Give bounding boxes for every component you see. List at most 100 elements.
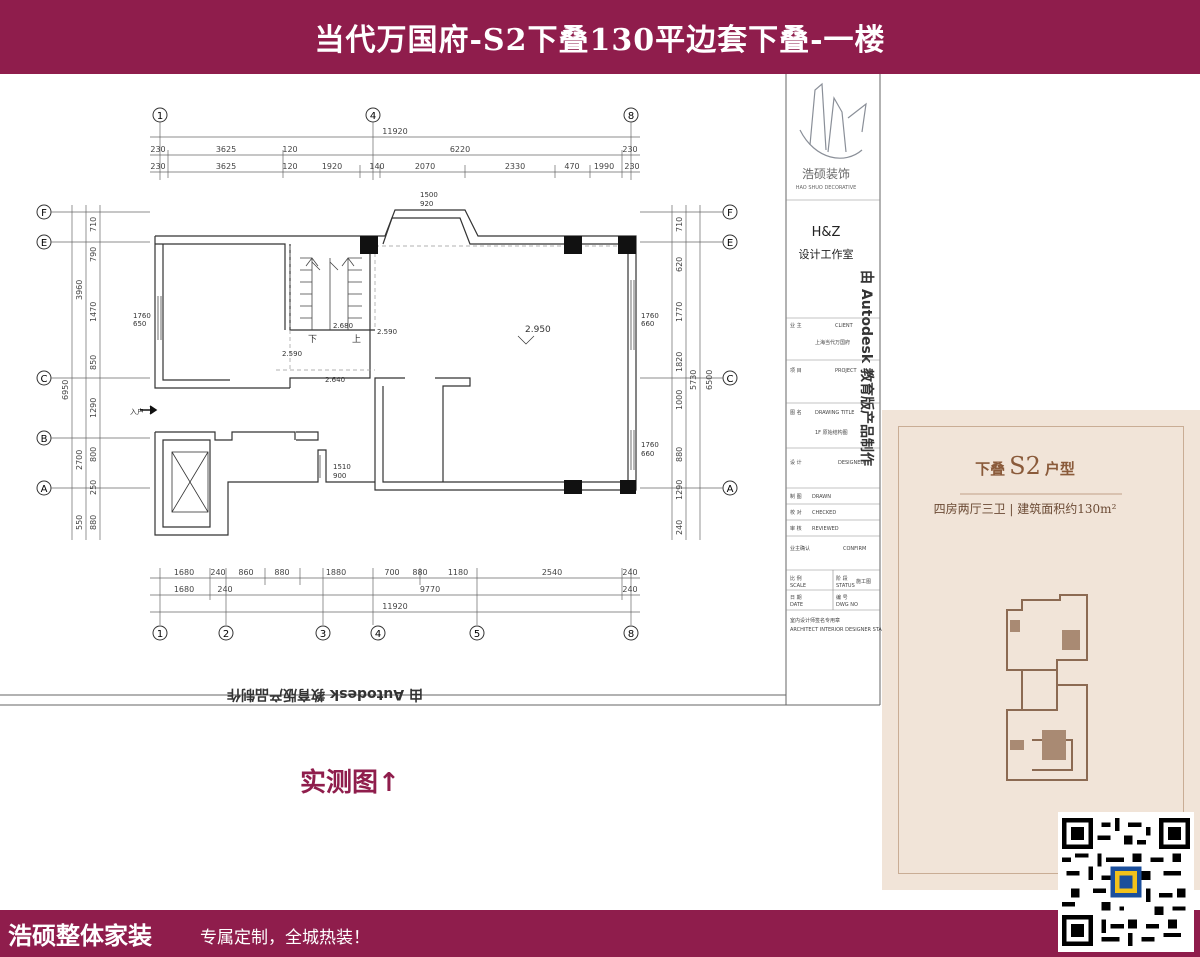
tb-label: 校 对 bbox=[790, 509, 802, 516]
axis-right-group: F E C A bbox=[722, 204, 738, 496]
bottom-dimension-texts: 1680 240 860 880 1880 700 880 1180 2540 … bbox=[174, 568, 638, 611]
tb-label: 阶 段 bbox=[836, 575, 848, 582]
tb-value: 1F 原始结构图 bbox=[815, 429, 848, 436]
dim-text: 700 bbox=[384, 568, 399, 577]
dim-text: 1770 bbox=[675, 302, 684, 322]
axis-bottom-group: 1 2 3 4 5 8 bbox=[152, 625, 639, 641]
unit-subtitle: 四房两厅三卫 | 建筑面积约130m² bbox=[933, 502, 1117, 516]
dim-text: 1180 bbox=[448, 568, 468, 577]
brand-logo-icon bbox=[799, 82, 867, 159]
title-block-grid bbox=[786, 317, 880, 611]
unit-card-frame bbox=[898, 426, 1184, 874]
dim-text: 250 bbox=[89, 480, 98, 495]
watermark-side: 由 Autodesk 教育版产品制作 bbox=[858, 270, 875, 466]
dim-text: 710 bbox=[675, 217, 684, 232]
dim-text: 1680 bbox=[174, 585, 194, 594]
unit-suffix: 户型 bbox=[1044, 460, 1075, 478]
qr-code-icon bbox=[1058, 812, 1194, 952]
axis-label: C bbox=[41, 374, 48, 385]
tb-label: 审 核 bbox=[790, 525, 802, 532]
dim-text: 1000 bbox=[675, 390, 684, 410]
tb-label: 业主确认 bbox=[790, 545, 810, 552]
window-dim: 1760 bbox=[133, 312, 151, 320]
studio-sub: 设计工作室 bbox=[799, 247, 854, 261]
window-dim: 1760 bbox=[641, 312, 659, 320]
footer-bar: 浩硕整体家装 专属定制，全城热装！ bbox=[0, 910, 1200, 957]
tb-label-en: PROJECT bbox=[835, 368, 858, 374]
dim-text: 1920 bbox=[322, 162, 342, 171]
bottom-dimension-lines bbox=[150, 568, 640, 625]
dim-text: 230 bbox=[624, 162, 639, 171]
axis-label: 2 bbox=[223, 629, 229, 640]
dim-text: 1990 bbox=[594, 162, 614, 171]
dim-text: 2330 bbox=[505, 162, 525, 171]
stair-down-label: 下 bbox=[308, 335, 317, 345]
dim-text: 790 bbox=[89, 247, 98, 262]
dim-text: 6950 bbox=[61, 380, 70, 400]
tb-value: 施工图 bbox=[856, 578, 871, 585]
level-marker-icon bbox=[517, 335, 535, 345]
dim-text: 240 bbox=[217, 585, 232, 594]
dim-text: 240 bbox=[675, 520, 684, 535]
tb-label: 比 例 bbox=[790, 575, 802, 582]
dim-text: 2540 bbox=[542, 568, 562, 577]
plan-labels: 1500 920 1760 650 1760 660 1760 660 1510… bbox=[130, 191, 659, 480]
dim-text: 470 bbox=[564, 162, 579, 171]
axis-label: F bbox=[41, 208, 47, 219]
tb-value: 上海当代万国府 bbox=[815, 339, 850, 346]
brand-en: HAO SHUO DECORATIVE bbox=[796, 185, 857, 191]
tb-label: 制 图 bbox=[790, 493, 802, 500]
studio-name: H&Z bbox=[812, 225, 841, 240]
tb-label: 业 主 bbox=[790, 322, 802, 329]
page-title: 当代万国府-S2下叠130平边套下叠-一楼 bbox=[314, 23, 886, 58]
dim-text: 3625 bbox=[216, 162, 236, 171]
window-dim: 660 bbox=[641, 450, 654, 458]
unit-floorplan-thumbnail bbox=[960, 493, 1122, 781]
dim-text: 880 bbox=[675, 447, 684, 462]
axis-label: 8 bbox=[628, 111, 634, 122]
axis-label: 4 bbox=[375, 629, 381, 640]
axis-label: F bbox=[727, 208, 733, 219]
axis-top-group: 1 4 8 bbox=[152, 107, 639, 123]
axis-label: 3 bbox=[320, 629, 326, 640]
dim-text: 800 bbox=[89, 447, 98, 462]
dim-text: 1290 bbox=[89, 398, 98, 418]
unit-code: S2 bbox=[1009, 452, 1041, 480]
dim-text: 850 bbox=[89, 355, 98, 370]
dim-text: 880 bbox=[89, 515, 98, 530]
dim-text: 6500 bbox=[705, 370, 714, 390]
drawing-sheet: 1 4 8 11920 230 3625 120 bbox=[0, 74, 1200, 910]
dim-text: 240 bbox=[622, 585, 637, 594]
footer-slogan: 专属定制，全城热装！ bbox=[200, 928, 370, 948]
dim-text: 1470 bbox=[89, 302, 98, 322]
dim-text: 550 bbox=[75, 515, 84, 530]
bay-window-dim: 920 bbox=[420, 200, 433, 208]
brand-cn: 浩硕装饰 bbox=[802, 167, 850, 181]
dim-text: 880 bbox=[412, 568, 427, 577]
tb-label-en: DRAWING TITLE bbox=[815, 410, 854, 416]
dim-text: 860 bbox=[238, 568, 253, 577]
top-dimension-texts: 11920 230 3625 120 6220 230 230 3625 120… bbox=[150, 127, 639, 171]
axis-left-group: F E C B A bbox=[36, 204, 52, 496]
watermark-bottom: 由 Autodesk 教育版产品制作 bbox=[227, 686, 423, 703]
entrance-arrow-icon bbox=[140, 405, 158, 415]
dim-text: 1880 bbox=[326, 568, 346, 577]
tb-label: 项 目 bbox=[790, 368, 802, 374]
axis-label: A bbox=[41, 484, 48, 495]
window-dim: 1510 bbox=[333, 463, 351, 471]
step-level: 2.640 bbox=[325, 376, 345, 384]
tb-label-en: DATE bbox=[790, 602, 803, 608]
stair-level: 2.680 bbox=[333, 322, 353, 330]
dim-text: 230 bbox=[622, 145, 637, 154]
window-dim: 900 bbox=[333, 472, 346, 480]
dim-text: 140 bbox=[369, 162, 384, 171]
tb-label: 编 号 bbox=[836, 594, 848, 601]
dim-text: 240 bbox=[210, 568, 225, 577]
tb-label-en: REVIEWED bbox=[812, 526, 839, 532]
entrance-label: 入户 bbox=[130, 407, 144, 416]
tb-label-en: CHECKED bbox=[812, 510, 836, 516]
walls bbox=[154, 209, 637, 536]
dim-text: 620 bbox=[675, 257, 684, 272]
tb-label: 日 期 bbox=[790, 595, 802, 601]
